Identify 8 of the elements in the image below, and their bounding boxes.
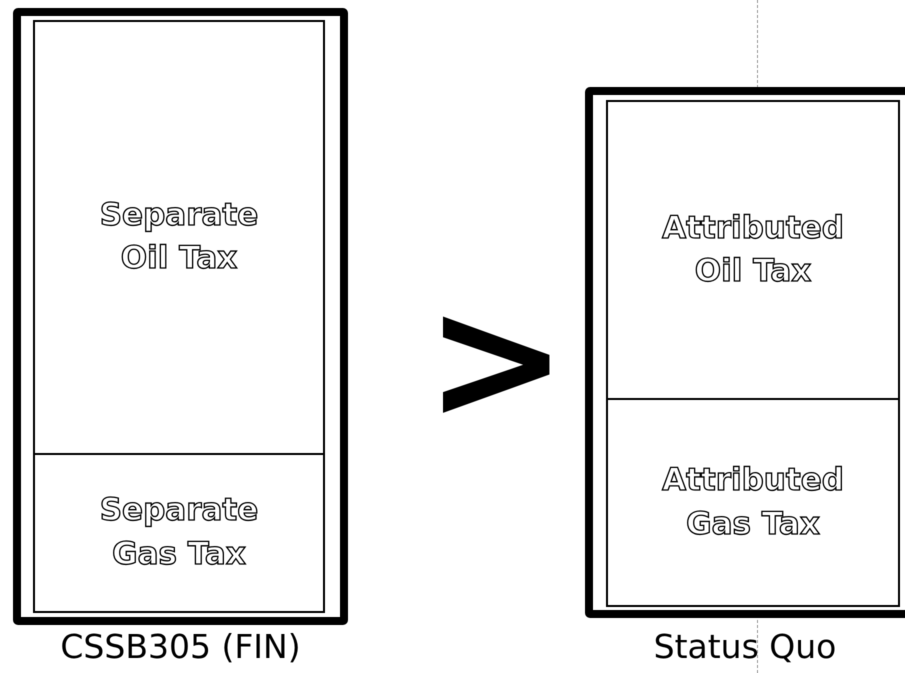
section-label: Attributed Oil Tax — [660, 208, 845, 292]
section-label: Attributed Gas Tax — [660, 461, 845, 544]
box-caption: Status Quo — [652, 627, 838, 666]
greater-than-sign: > — [425, 275, 568, 445]
tax-box — [13, 8, 348, 625]
box-caption: CSSB305 (FIN) — [59, 627, 302, 666]
section-label: Separate Gas Tax — [98, 491, 260, 574]
section-label: Separate Oil Tax — [98, 196, 260, 278]
